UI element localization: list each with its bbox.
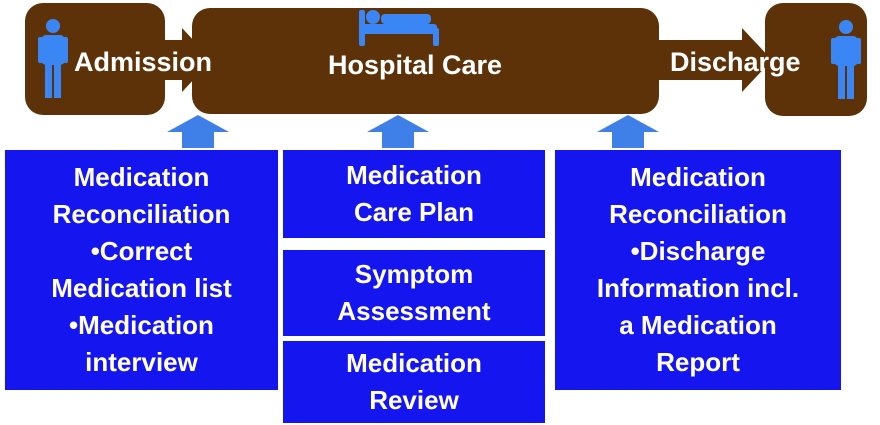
box-line: Assessment bbox=[337, 296, 491, 326]
admission-label: Admission bbox=[74, 47, 213, 77]
box-line: a Medication bbox=[619, 310, 777, 340]
box-line: Medication bbox=[630, 162, 766, 192]
box-line: •Correct bbox=[90, 236, 193, 266]
box-line: Report bbox=[656, 347, 740, 377]
up-arrow-care bbox=[367, 115, 429, 152]
discharge-reconciliation-box: Medication Reconciliation •Discharge Inf… bbox=[553, 148, 843, 392]
up-arrow-admission bbox=[167, 115, 229, 152]
box-line: interview bbox=[85, 347, 198, 377]
box-line: Medication bbox=[346, 348, 482, 378]
box-line: Medication bbox=[73, 162, 210, 192]
arrow-admission-to-care bbox=[160, 28, 212, 92]
input-arrows bbox=[167, 115, 659, 152]
box-line: Information incl. bbox=[596, 273, 800, 303]
person-icon bbox=[38, 19, 68, 98]
discharge-label: Discharge bbox=[670, 47, 801, 77]
box-line: Reconciliation bbox=[52, 199, 231, 229]
up-arrow-discharge bbox=[597, 115, 659, 152]
arrow-care-to-discharge bbox=[650, 28, 772, 92]
symptom-assessment-box: Symptom Assessment bbox=[281, 248, 547, 338]
box-line: •Discharge bbox=[630, 236, 766, 266]
box-line: Symptom bbox=[354, 259, 474, 289]
flow-arrows bbox=[160, 28, 772, 92]
box-line: •Medication bbox=[69, 310, 214, 340]
admission-reconciliation-box: Medication Reconciliation •Correct Medic… bbox=[3, 148, 280, 392]
box-line: Medication list bbox=[51, 273, 232, 303]
box-line: Review bbox=[369, 385, 459, 415]
box-line: Care Plan bbox=[354, 197, 474, 227]
box-line: Reconciliation bbox=[609, 199, 787, 229]
patient-in-bed-icon bbox=[359, 10, 439, 46]
box-line: Medication bbox=[346, 160, 482, 190]
person-icon bbox=[831, 20, 861, 99]
hospital-care-label: Hospital Care bbox=[328, 50, 503, 80]
medication-care-plan-box: Medication Care Plan bbox=[281, 148, 547, 240]
medication-review-box: Medication Review bbox=[281, 339, 547, 425]
